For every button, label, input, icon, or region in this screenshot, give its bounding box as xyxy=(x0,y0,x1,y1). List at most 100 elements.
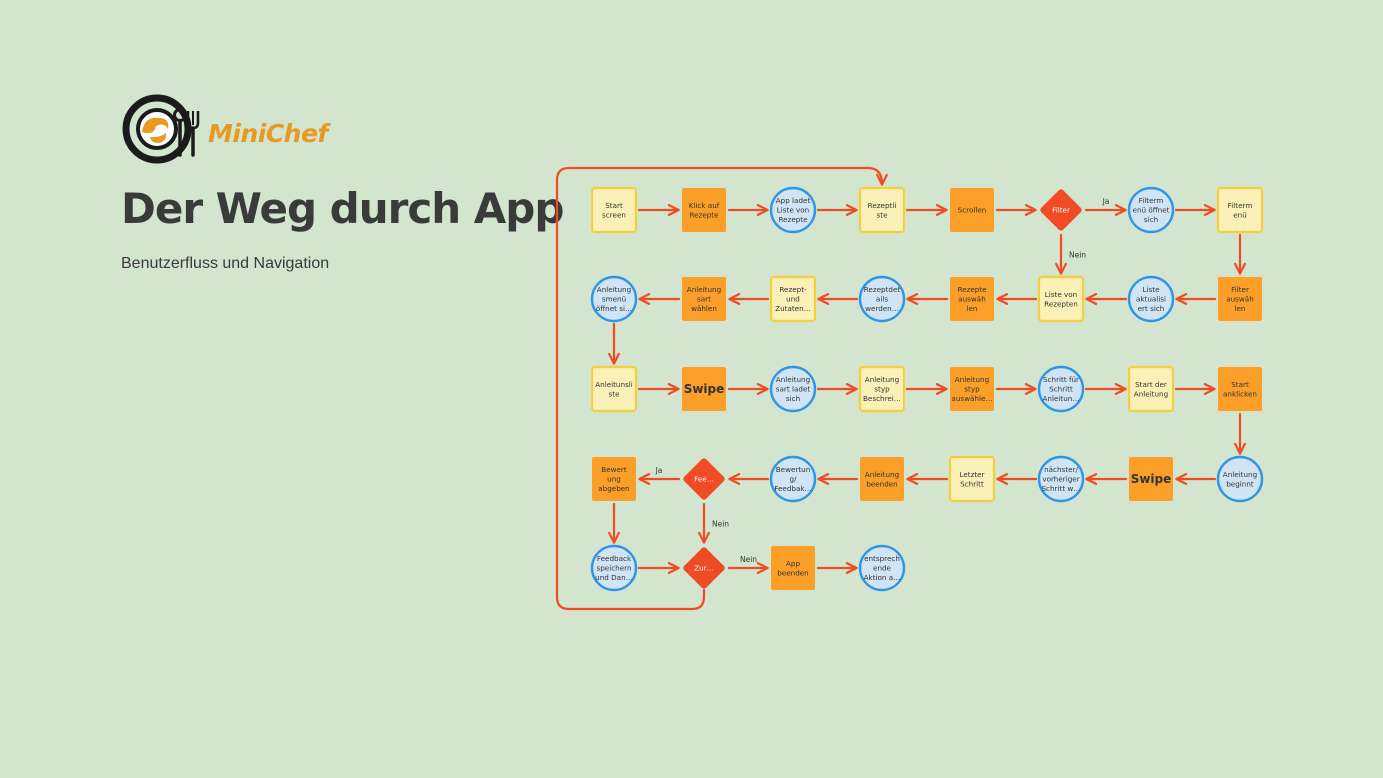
node-label-line: speichern xyxy=(596,564,631,573)
node-shape xyxy=(1037,365,1085,413)
node-label-line: entsprech xyxy=(864,554,900,563)
node-label-line: Start der xyxy=(1135,380,1167,389)
node-label-line: Rezepte xyxy=(957,285,987,294)
node-label-line: aktualisi xyxy=(1136,295,1166,304)
node-shape xyxy=(1129,457,1173,501)
node-label-line: anklicken xyxy=(1223,389,1257,398)
node-label-line: Feedback xyxy=(597,554,632,563)
node-shape xyxy=(590,275,638,323)
node-label-line: Rezepte xyxy=(778,215,808,224)
flow-node-process: Swipe xyxy=(1129,457,1173,501)
node-shape xyxy=(1037,455,1085,503)
node-label-line: beginnt xyxy=(1226,479,1254,488)
node-label-line: Start xyxy=(1231,380,1249,389)
node-label-line: Klick auf xyxy=(689,201,720,210)
node-label-line: Rezepte xyxy=(689,210,719,219)
flow-node-circle: Schritt fürSchrittAnleitun… xyxy=(1037,365,1085,413)
page-title: Der Weg durch App xyxy=(121,184,564,233)
node-shape xyxy=(769,275,817,323)
edge-label: Ja xyxy=(655,466,663,475)
node-shape xyxy=(858,275,906,323)
node-label-line: vorheriger xyxy=(1042,475,1079,484)
node-label-line: ails xyxy=(876,295,888,304)
node-label-line: Beschrei… xyxy=(863,394,901,403)
node-label-line: Bewert xyxy=(601,465,627,474)
node-shape xyxy=(858,186,906,234)
node-label-line: sart ladet xyxy=(776,385,811,394)
node-shape xyxy=(682,367,726,411)
node-shape xyxy=(1127,275,1175,323)
page-subtitle: Benutzerfluss und Navigation xyxy=(121,255,330,272)
flow-node-rect: AnleitungstypBeschrei… xyxy=(858,365,906,413)
node-label-line: len xyxy=(1235,304,1246,313)
node-label-line: Fee… xyxy=(694,475,714,484)
edge-label: Nein xyxy=(1069,251,1086,260)
flow-node-decision: Fee… xyxy=(683,458,725,500)
node-shape xyxy=(950,277,994,321)
node-label-line: Anleitung xyxy=(955,375,989,384)
node-shape xyxy=(860,457,904,501)
node-label-line: g/ xyxy=(790,475,798,484)
node-label-line: Rezeptdet xyxy=(864,285,901,294)
node-shape xyxy=(682,277,726,321)
node-label-line: Swipe xyxy=(1131,472,1172,486)
node-label-line: ende xyxy=(873,564,892,573)
node-label-line: auswähle… xyxy=(951,394,992,403)
node-label-line: beenden xyxy=(777,568,809,577)
node-shape xyxy=(1127,186,1175,234)
node-label-line: Rezeptli xyxy=(868,201,897,210)
node-shape xyxy=(590,186,638,234)
node-label-line: Anleitunsli xyxy=(595,380,633,389)
brand-name: MiniChef xyxy=(208,119,331,148)
node-label-line: Anleitung xyxy=(1134,389,1168,398)
node-label-line: Anleitung xyxy=(865,375,899,384)
node-label-line: Anleitung xyxy=(865,470,899,479)
node-shape xyxy=(590,544,638,592)
flow-node-decision: Zur… xyxy=(683,547,725,589)
edge-label: Nein xyxy=(712,520,729,529)
node-label-line: App ladet xyxy=(776,196,811,205)
node-shape xyxy=(858,365,906,413)
node-label-line: styp xyxy=(874,385,890,394)
node-label-line: App xyxy=(786,559,800,568)
node-label-line: Anleitung xyxy=(1223,470,1257,479)
node-label-line: werden… xyxy=(865,304,899,313)
node-label-line: Filter xyxy=(1231,285,1249,294)
node-shape xyxy=(950,188,994,232)
node-label-line: Bewertun xyxy=(776,465,811,474)
node-label-line: ung xyxy=(607,475,621,484)
node-shape xyxy=(683,458,725,500)
node-shape xyxy=(769,186,817,234)
node-label-line: Letzter xyxy=(959,470,984,479)
edge-label: Ja xyxy=(1102,197,1110,206)
flow-edge-n6-n11: Nein xyxy=(1055,233,1086,275)
flow-node-decision: Filter xyxy=(1040,189,1082,231)
node-shape xyxy=(1037,275,1085,323)
node-shape xyxy=(592,457,636,501)
node-label-line: ste xyxy=(877,210,889,219)
node-shape xyxy=(769,455,817,503)
node-label-line: Feedbak… xyxy=(774,484,811,493)
node-label-line: Filterm xyxy=(1228,201,1253,210)
node-label-line: Schritt xyxy=(1049,385,1073,394)
node-label-line: Filter xyxy=(1052,206,1070,215)
node-label-line: öffnet si… xyxy=(596,304,632,313)
flow-edge-n31-n32: Ja xyxy=(638,466,681,485)
flow-edge-n31-n34: Nein xyxy=(698,502,729,544)
flow-node-rect: Rezept-undZutaten… xyxy=(769,275,817,323)
node-label-line: Filterm xyxy=(1139,196,1164,205)
